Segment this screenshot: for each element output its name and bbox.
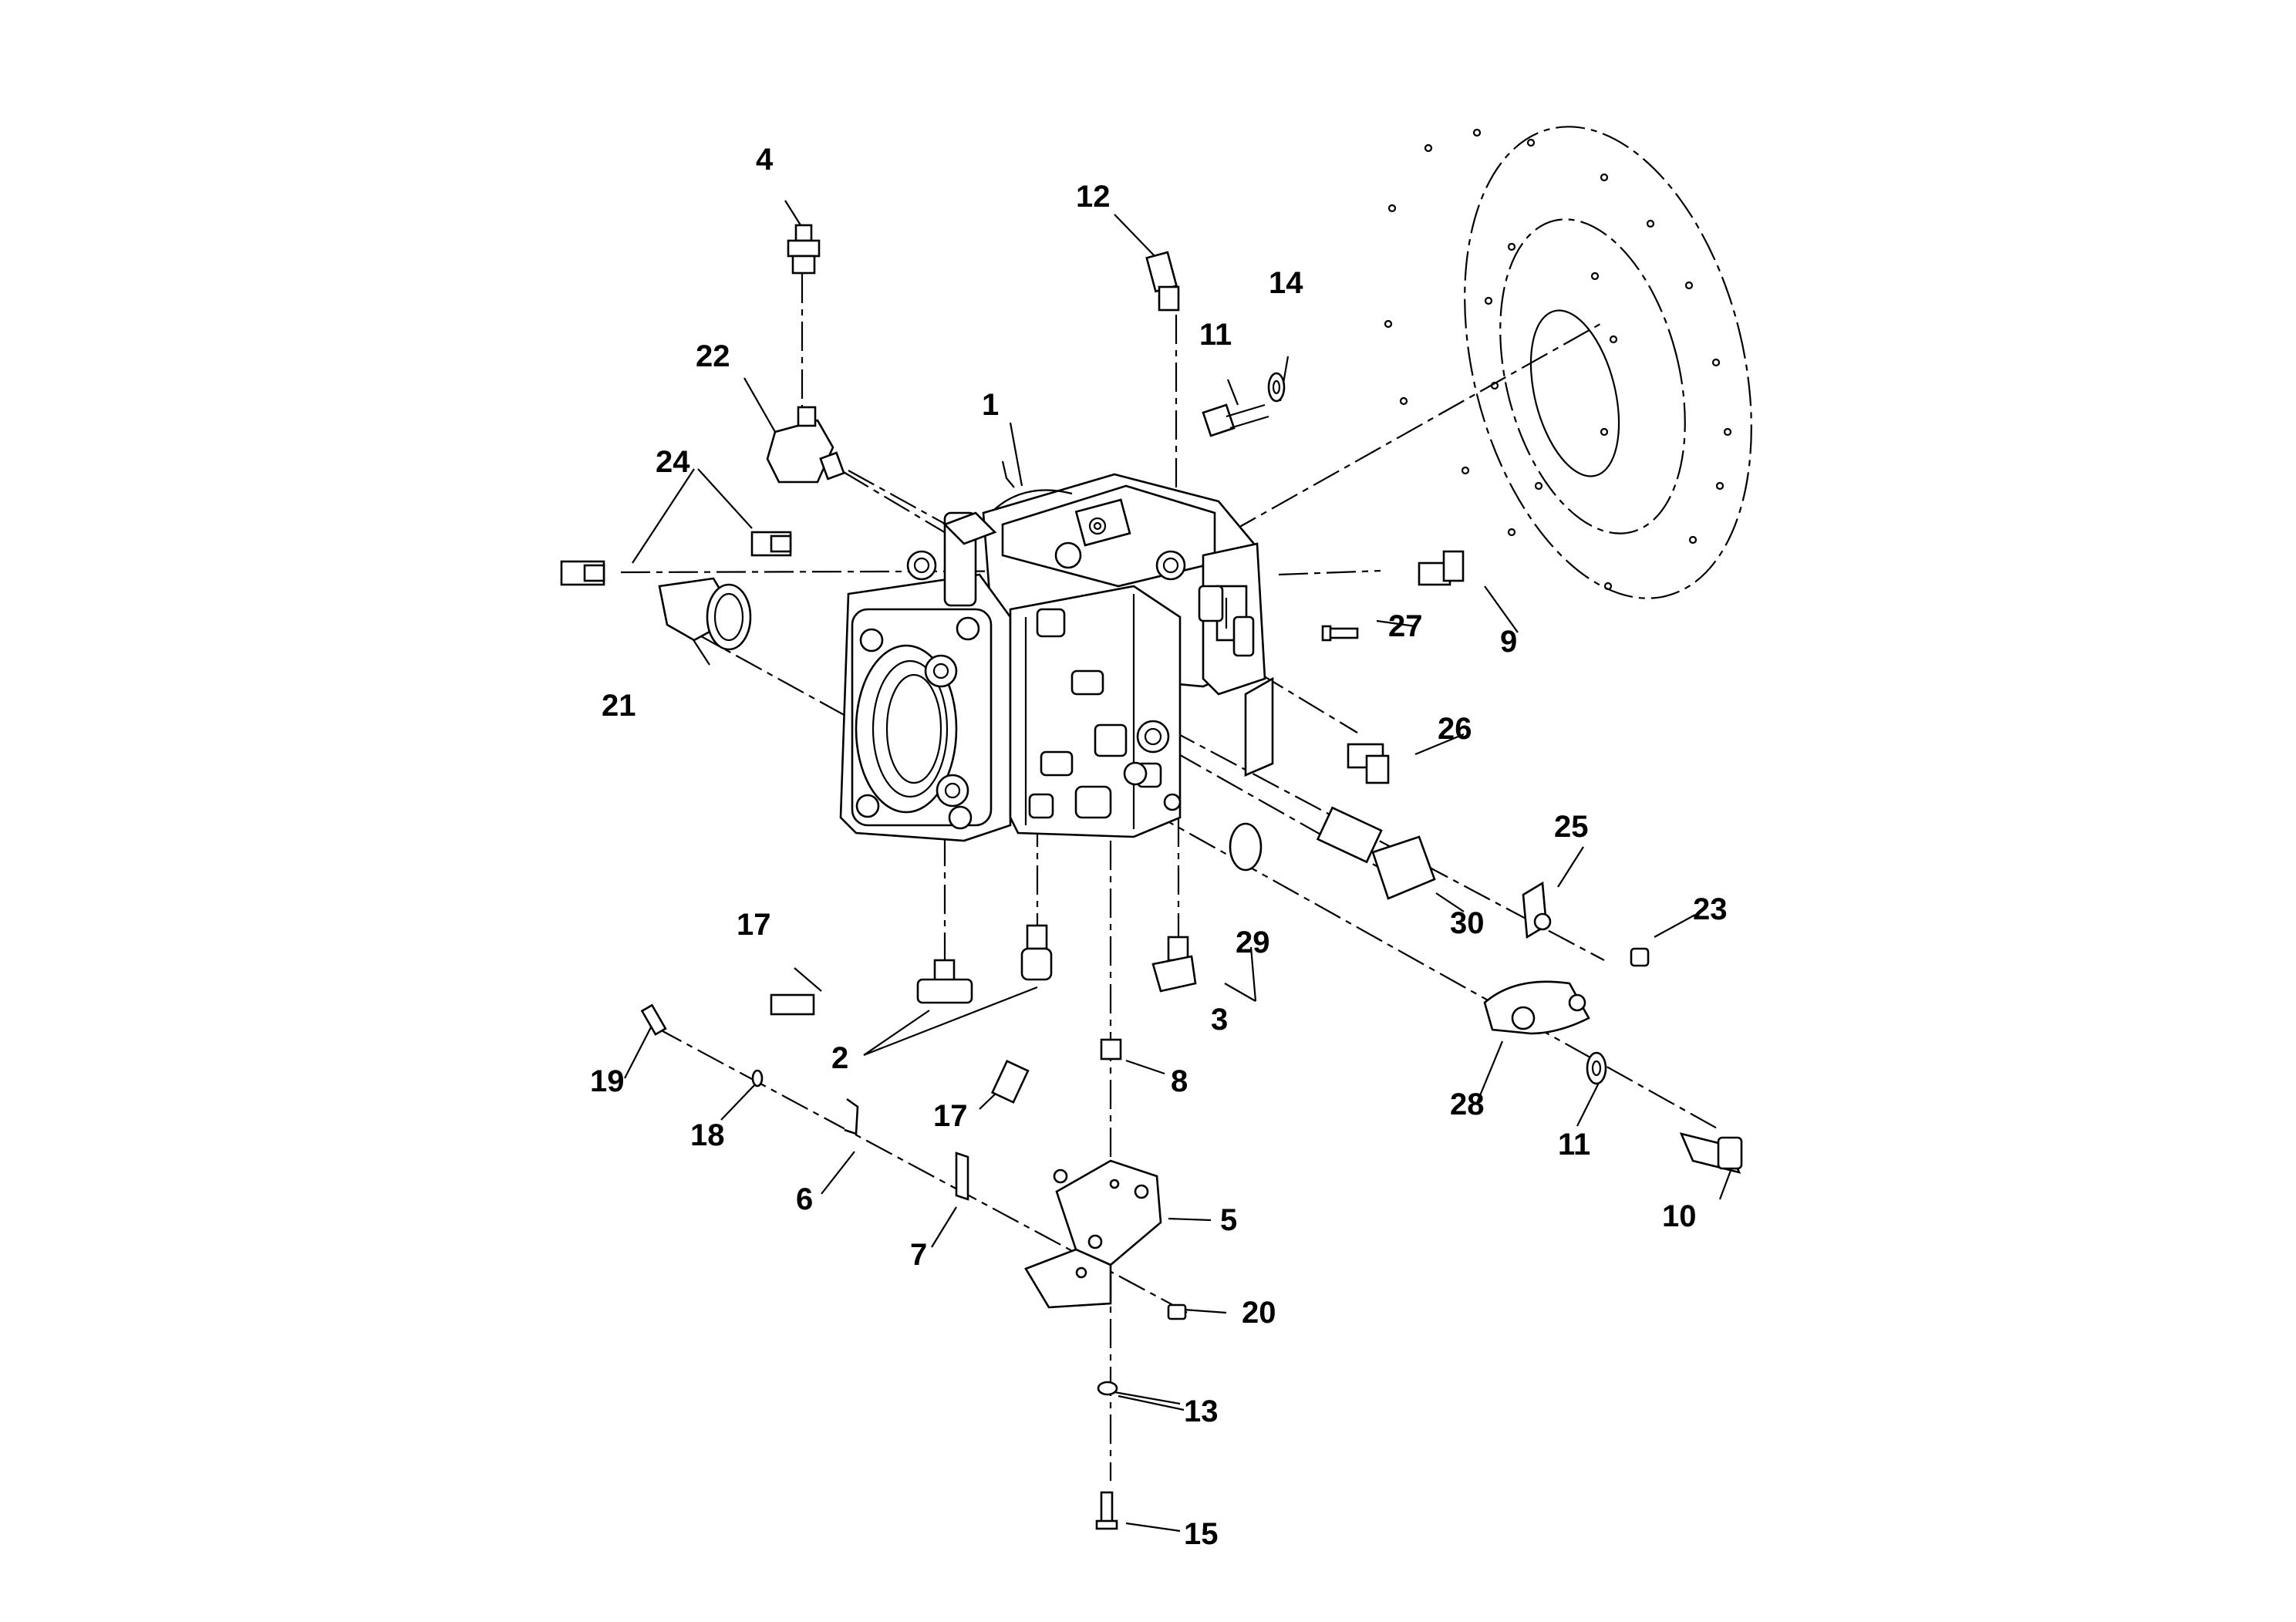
callout-20: 20: [1242, 1296, 1276, 1330]
part-7-strip: [955, 1152, 969, 1201]
part-2-tee-fitting: [916, 924, 1053, 1004]
part-8-spacer: [1100, 1038, 1122, 1061]
part-29-o-ring: [1229, 822, 1263, 872]
part-19-screw: [640, 1003, 667, 1036]
hydraulic-pump-body: [839, 473, 1266, 842]
part-17-fitting: [770, 993, 1030, 1104]
callout-5: 5: [1220, 1203, 1237, 1237]
part-11-bolt-upper: [1202, 403, 1269, 437]
part-30-sensor: [1316, 806, 1436, 900]
part-22-tee-fitting: [766, 406, 845, 484]
callout-2: 2: [831, 1041, 848, 1075]
part-6-clip: [844, 1098, 859, 1135]
callout-10: 10: [1662, 1199, 1697, 1233]
part-13-washer: [1097, 1381, 1118, 1396]
part-11-washer-lower: [1586, 1051, 1607, 1085]
part-18-washer: [751, 1069, 764, 1088]
mount-bracket: [1244, 676, 1274, 777]
callout-28: 28: [1450, 1088, 1485, 1121]
callout-26: 26: [1438, 712, 1472, 746]
callout-labels: 1 4 22 24 21 12 11 14 9 27 26 25 23 30 2…: [590, 143, 1728, 1551]
callout-7: 7: [910, 1238, 927, 1272]
callout-22: 22: [696, 339, 730, 373]
part-12-elbow: [1145, 251, 1180, 312]
callout-8: 8: [1171, 1064, 1188, 1098]
part-3-elbow: [1151, 936, 1197, 993]
part-28-split-flange: [1483, 980, 1590, 1035]
callout-1: 1: [982, 388, 999, 422]
callout-14: 14: [1269, 266, 1303, 300]
callout-6: 6: [796, 1182, 813, 1216]
callout-27: 27: [1388, 609, 1423, 643]
callout-25: 25: [1554, 810, 1589, 844]
part-5-bracket: [1024, 1159, 1162, 1309]
part-20-nut: [1167, 1303, 1187, 1320]
callout-23: 23: [1693, 892, 1728, 926]
part-15-screw: [1095, 1491, 1118, 1530]
callout-3: 3: [1211, 1003, 1228, 1037]
callout-13: 13: [1184, 1394, 1219, 1428]
callout-30: 30: [1450, 906, 1485, 940]
part-10-bolt: [1679, 1132, 1743, 1174]
callout-18: 18: [690, 1118, 725, 1152]
callout-17-upper: 17: [737, 908, 771, 942]
callout-12: 12: [1076, 180, 1111, 214]
drive-plate: [1384, 126, 1752, 599]
part-4-plug: [787, 224, 821, 275]
callout-11-upper: 11: [1199, 318, 1232, 352]
callout-24: 24: [656, 445, 690, 479]
part-9-elbow: [1418, 550, 1465, 586]
callout-29: 29: [1236, 926, 1270, 959]
part-27-screw: [1321, 625, 1359, 642]
part-26-elbow: [1347, 743, 1390, 784]
callout-17-lower: 17: [933, 1099, 968, 1133]
part-14-washer: [1267, 372, 1286, 403]
part-23-nut: [1630, 947, 1650, 967]
part-21-fitting: [658, 577, 752, 651]
part-25-clamp: [1522, 881, 1552, 939]
callout-15: 15: [1184, 1517, 1219, 1551]
callout-19: 19: [590, 1064, 625, 1098]
callout-21: 21: [602, 689, 636, 723]
callout-9: 9: [1500, 625, 1517, 659]
callout-4: 4: [756, 143, 774, 177]
part-24-fitting: [560, 531, 792, 586]
callout-11-lower: 11: [1558, 1128, 1590, 1162]
